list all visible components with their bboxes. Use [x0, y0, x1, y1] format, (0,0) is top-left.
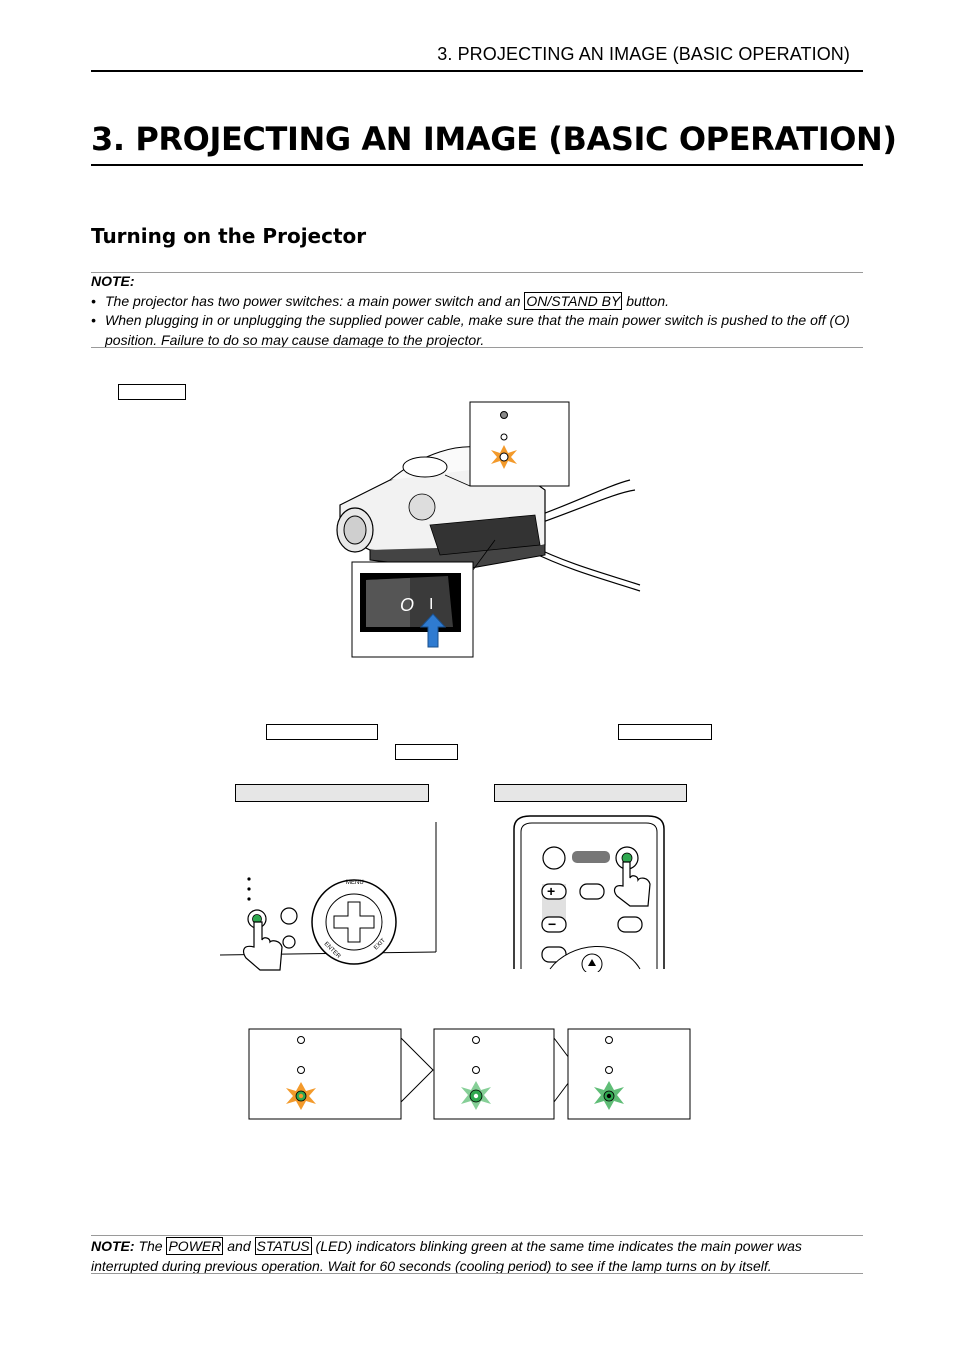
note2-text-3: (LED) indicators blinking green at the s… — [91, 1238, 802, 1274]
note-bullet-2-text: When plugging in or unplugging the suppl… — [105, 312, 850, 348]
status-indicator-ref: STATUS — [254, 1237, 312, 1255]
cabinet-menu-label: MENU — [346, 880, 364, 886]
note2-bottom-rule — [91, 1273, 863, 1274]
running-header: 3. PROJECTING AN IMAGE (BASIC OPERATION) — [437, 44, 850, 64]
led-sequence-illustration — [248, 1028, 691, 1120]
label-box-step2a — [266, 724, 378, 740]
remote-volume-down-glyph: − — [548, 916, 556, 932]
note-bullet-1: • The projector has two power switches: … — [91, 291, 866, 312]
cabinet-controls-illustration: MENU ENTER EXIT — [220, 822, 437, 971]
note-bullet-2: • When plugging in or unplugging the sup… — [91, 311, 866, 350]
label-box-cabinet — [235, 784, 429, 802]
label-box-step1 — [118, 384, 186, 400]
note2-text-1: The — [138, 1238, 163, 1254]
label-box-step2b — [618, 724, 712, 740]
note-bullet-1-tail: button. — [626, 292, 670, 309]
note-top-rule — [91, 272, 863, 273]
label-box-remote — [494, 784, 687, 802]
switch-off-glyph: O — [400, 595, 414, 615]
switch-on-glyph: I — [429, 596, 433, 613]
note2-text-2: and — [227, 1238, 251, 1254]
chapter-title: 3. PROJECTING AN IMAGE (BASIC OPERATION) — [91, 120, 897, 158]
note-bottom-rule — [91, 347, 863, 348]
bullet-dot: • — [91, 292, 96, 309]
note2-label: NOTE: — [91, 1238, 135, 1254]
remote-control-illustration: + − — [513, 815, 665, 972]
header-rule — [91, 70, 863, 72]
remote-volume-up-glyph: + — [547, 883, 555, 899]
section-title: Turning on the Projector — [91, 224, 367, 248]
note-bullet-1-text: The projector has two power switches: a … — [105, 292, 521, 309]
note2-top-rule — [91, 1235, 863, 1236]
projector-illustration: O I — [336, 401, 641, 658]
note-label: NOTE: — [91, 273, 135, 289]
bullet-dot: • — [91, 312, 96, 328]
on-standby-button-ref: ON/STAND BY — [524, 291, 623, 310]
label-box-step2c — [395, 744, 458, 760]
note-led-blinking: NOTE: The POWER and STATUS (LED) indicat… — [91, 1237, 866, 1276]
note-power-switches: NOTE: • The projector has two power swit… — [91, 272, 866, 350]
chapter-title-rule — [91, 164, 863, 166]
power-indicator-ref: POWER — [166, 1237, 224, 1255]
